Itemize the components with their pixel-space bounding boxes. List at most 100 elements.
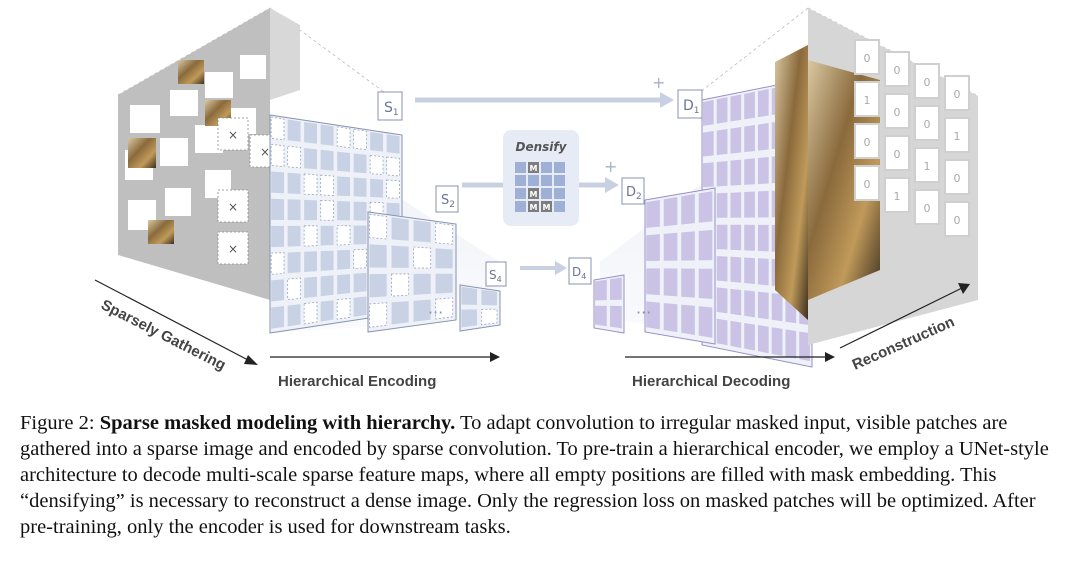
sparse-hole	[160, 138, 188, 166]
arrow-sparsely-gathering	[94, 279, 258, 365]
tag-s2-sub: 2	[449, 200, 455, 210]
feature-cell	[646, 301, 660, 330]
feature-cell	[304, 121, 318, 144]
feature-cell	[663, 196, 678, 227]
recon-cell	[884, 177, 910, 213]
feature-cell	[744, 322, 755, 351]
tag-s1-base: S	[384, 100, 393, 116]
tag-d2-base: D	[626, 185, 636, 200]
arrow-hierarchical-decoding	[625, 352, 835, 362]
feature-cell	[353, 225, 367, 245]
feature-cell	[757, 122, 769, 151]
densify-cell	[528, 175, 539, 186]
plus-sign-top: +	[652, 73, 665, 92]
feature-cell	[681, 231, 695, 261]
recon-digit: 0	[954, 172, 961, 185]
densify-cell	[515, 162, 526, 173]
recon-cell	[944, 159, 970, 195]
densify-cell	[528, 201, 539, 212]
feature-cell	[716, 97, 728, 124]
feature-cell	[702, 131, 714, 157]
feature-cell	[304, 199, 318, 221]
feature-cell	[435, 248, 453, 269]
feature-cell	[353, 201, 367, 221]
svg-text:S2: S2	[441, 193, 455, 210]
recon-cell	[914, 105, 940, 141]
feature-cell	[270, 116, 285, 141]
feature-cell	[270, 143, 285, 167]
recon-digit: 1	[894, 190, 901, 203]
feature-cell	[320, 149, 334, 171]
feature-cell	[730, 192, 742, 218]
feature-cell	[386, 156, 400, 177]
feature-cell	[481, 289, 497, 306]
tag-d1-base: D	[683, 98, 694, 114]
mask-cross: ×	[228, 242, 238, 256]
densify-title: Densify	[516, 140, 568, 154]
feature-cell	[287, 172, 301, 194]
feature-cell	[337, 201, 351, 221]
feature-cell	[369, 213, 388, 240]
visible-patch	[148, 220, 174, 244]
recon-cell	[914, 63, 940, 99]
feature-cell	[271, 306, 285, 329]
feature-cell	[337, 274, 351, 295]
feature-cell	[646, 234, 660, 262]
recon-cell	[884, 135, 910, 171]
feature-cell	[730, 127, 742, 154]
mask-token-label: M	[530, 203, 538, 212]
feature-cell	[413, 220, 431, 243]
svg-text:S1: S1	[384, 100, 399, 118]
feature-cell	[304, 276, 318, 298]
mask-cross: ×	[228, 128, 238, 142]
feature-map-s4	[459, 284, 501, 332]
feature-map-d2	[644, 187, 716, 345]
feature-cell	[391, 301, 409, 325]
feature-cell	[681, 194, 695, 225]
mask-token-label: M	[543, 203, 551, 212]
tag-s1-sub: 1	[393, 108, 399, 118]
feature-cell	[287, 225, 301, 247]
mask-cross: ×	[260, 145, 270, 159]
feature-cell	[716, 318, 728, 346]
feature-cell	[287, 119, 301, 142]
recon-digit: 1	[954, 130, 961, 143]
decoder-tag-d2: D2	[621, 177, 645, 205]
tag-d4-sub: 4	[581, 272, 586, 281]
tag-d4-base: D	[572, 265, 581, 279]
recon-cell	[914, 147, 940, 183]
feature-cell	[744, 290, 755, 318]
recon-digit: 0	[894, 64, 901, 77]
densify-cell	[554, 175, 565, 186]
feature-cell	[716, 192, 728, 218]
recon-digit: 0	[924, 202, 931, 215]
recon-cell	[854, 81, 880, 117]
densify-cell	[541, 201, 552, 212]
feature-cell	[435, 297, 454, 320]
recon-digit: 0	[924, 118, 931, 131]
densify-cell	[541, 175, 552, 186]
mask-patch	[217, 231, 249, 265]
feature-cell	[716, 256, 728, 282]
recon-digit: 0	[864, 136, 871, 149]
feature-cell	[303, 225, 318, 247]
feature-cell	[730, 224, 742, 251]
feature-cell	[785, 329, 797, 359]
feature-cell	[320, 200, 334, 221]
feature-cell	[287, 277, 301, 301]
feature-cell	[413, 299, 431, 322]
feature-cell	[369, 274, 387, 298]
feature-cell	[757, 156, 769, 185]
feature-cell	[461, 309, 477, 328]
feature-cell	[757, 258, 769, 286]
feature-cell	[595, 305, 607, 327]
sparse-hole	[240, 55, 266, 79]
caption-title: Sparse masked modeling with hierarchy.	[99, 412, 456, 434]
feature-cell	[391, 217, 409, 241]
recon-digit: 1	[924, 160, 931, 173]
decoder-tag-d1: D1	[677, 89, 703, 119]
encoder-tag-s1: S1	[377, 91, 403, 121]
densify-cell	[541, 188, 552, 199]
svg-text:D4: D4	[572, 265, 586, 281]
svg-text:S4: S4	[489, 268, 502, 284]
